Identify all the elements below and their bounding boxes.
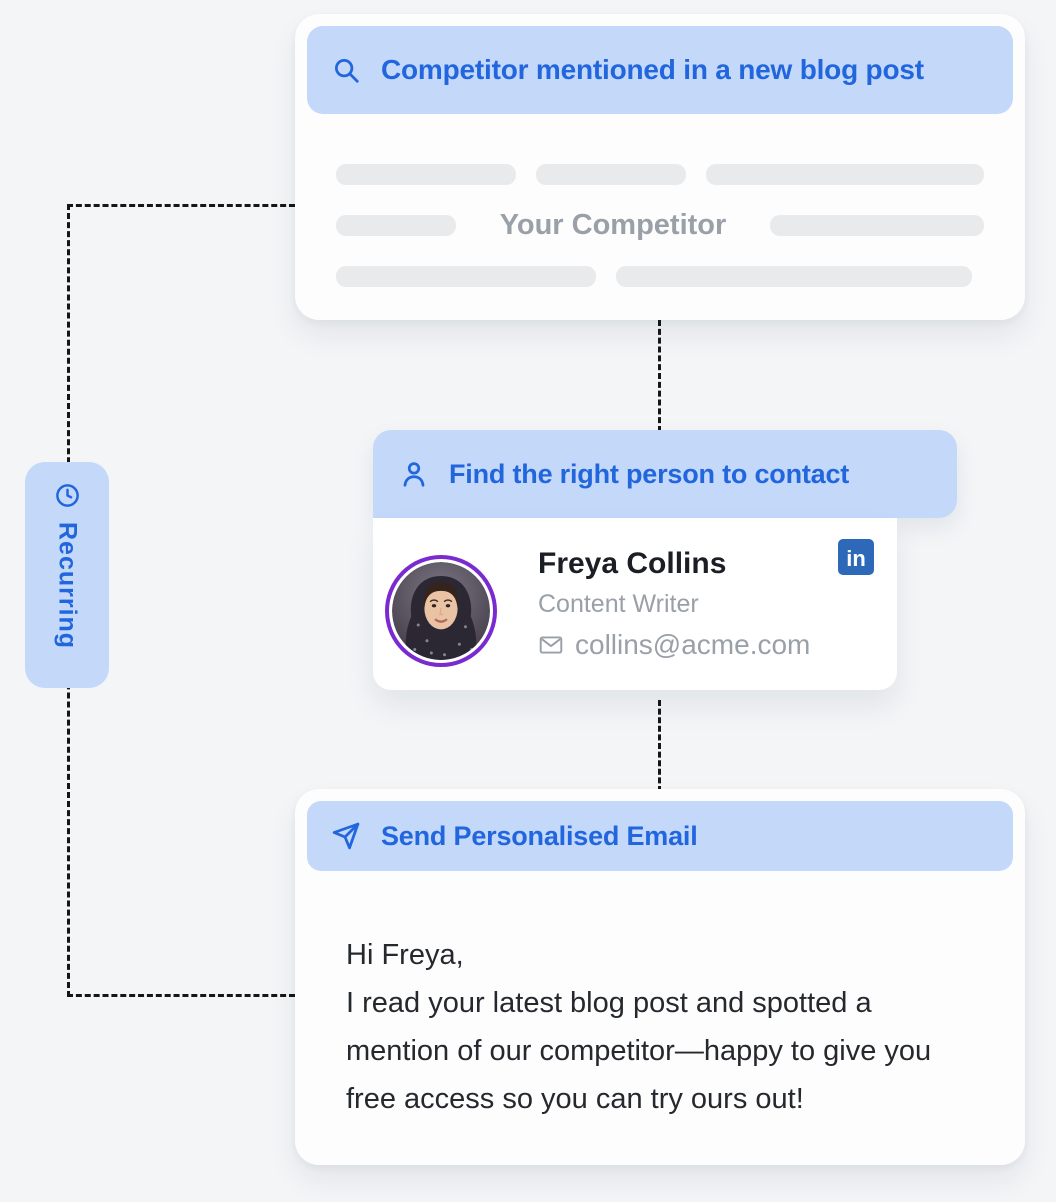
email-card-title: Send Personalised Email <box>381 820 698 851</box>
contact-role: Content Writer <box>538 590 699 618</box>
email-greeting: Hi Freya, <box>346 939 464 971</box>
recurring-badge-label: Recurring <box>53 522 82 650</box>
contact-name: Freya Collins <box>538 547 727 580</box>
send-icon <box>332 822 360 850</box>
competitor-highlight-text: Your Competitor <box>499 208 727 241</box>
clock-icon <box>55 484 79 507</box>
recurring-badge: Recurring <box>25 462 109 688</box>
text-placeholder-bar <box>336 265 596 287</box>
text-placeholder-bar <box>770 214 984 236</box>
email-card-header: Send Personalised Email <box>307 801 1013 871</box>
envelope-icon <box>539 636 563 654</box>
connector-person-to-email <box>658 700 661 792</box>
email-card[interactable]: Send Personalised Email Hi Freya, I read… <box>295 789 1025 1165</box>
text-placeholder-bar <box>536 163 686 185</box>
contact-card: Freya Collins Content Writer collins@acm… <box>373 518 897 690</box>
contact-email: collins@acme.com <box>575 629 811 660</box>
trigger-card[interactable]: Competitor mentioned in a new blog post … <box>295 14 1025 320</box>
contact-email-row: collins@acme.com <box>538 629 810 661</box>
text-placeholder-bar <box>616 265 972 287</box>
text-placeholder-bar <box>706 163 984 185</box>
person-card[interactable]: Find the right person to contact <box>373 430 957 690</box>
person-card-title: Find the right person to contact <box>449 458 850 489</box>
person-icon <box>403 462 425 487</box>
skeleton-row <box>336 264 984 288</box>
skeleton-row <box>336 162 984 186</box>
avatar-portrait <box>392 562 490 660</box>
text-placeholder-bar <box>336 214 456 236</box>
trigger-card-header: Competitor mentioned in a new blog post <box>307 26 1013 114</box>
blog-post-skeleton: Your Competitor <box>295 126 1025 288</box>
skeleton-row: Your Competitor <box>336 209 984 241</box>
avatar <box>385 555 497 667</box>
linkedin-icon[interactable]: in <box>838 539 874 575</box>
linkedin-glyph: in <box>846 546 866 571</box>
trigger-card-title: Competitor mentioned in a new blog post <box>381 54 924 85</box>
text-placeholder-bar <box>336 163 516 185</box>
connector-trigger-to-person <box>658 320 661 432</box>
person-card-header: Find the right person to contact <box>373 430 957 518</box>
email-preview: Hi Freya, I read your latest blog post a… <box>295 883 1025 1123</box>
contact-info: Freya Collins Content Writer collins@acm… <box>538 547 810 661</box>
email-text: I read your latest blog post and spotted… <box>346 987 932 1115</box>
search-icon <box>335 59 359 83</box>
